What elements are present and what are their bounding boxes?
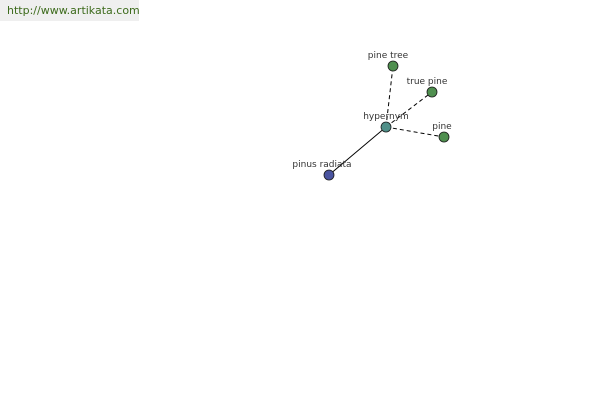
label-hypernym: hypernym <box>363 112 409 122</box>
node-hypernym[interactable] <box>380 121 392 133</box>
edge-hypernym-pine-tree <box>385 65 394 128</box>
label-true-pine: true pine <box>407 77 448 87</box>
edge-hypernym-true-pine <box>385 91 433 128</box>
node-pinus-radiata[interactable] <box>323 169 335 181</box>
label-pine: pine <box>432 122 452 132</box>
label-pinus-radiata: pinus radiata <box>292 160 351 170</box>
node-true-pine[interactable] <box>426 86 438 98</box>
site-url-link[interactable]: http://www.artikata.com <box>7 4 140 17</box>
edge-hypernym-pinus-radiata <box>328 126 387 176</box>
node-pine[interactable] <box>438 131 450 143</box>
edge-hypernym-pine <box>385 126 445 138</box>
node-pine-tree[interactable] <box>387 60 399 72</box>
label-pine-tree: pine tree <box>368 51 409 61</box>
url-banner: http://www.artikata.com <box>0 0 140 21</box>
